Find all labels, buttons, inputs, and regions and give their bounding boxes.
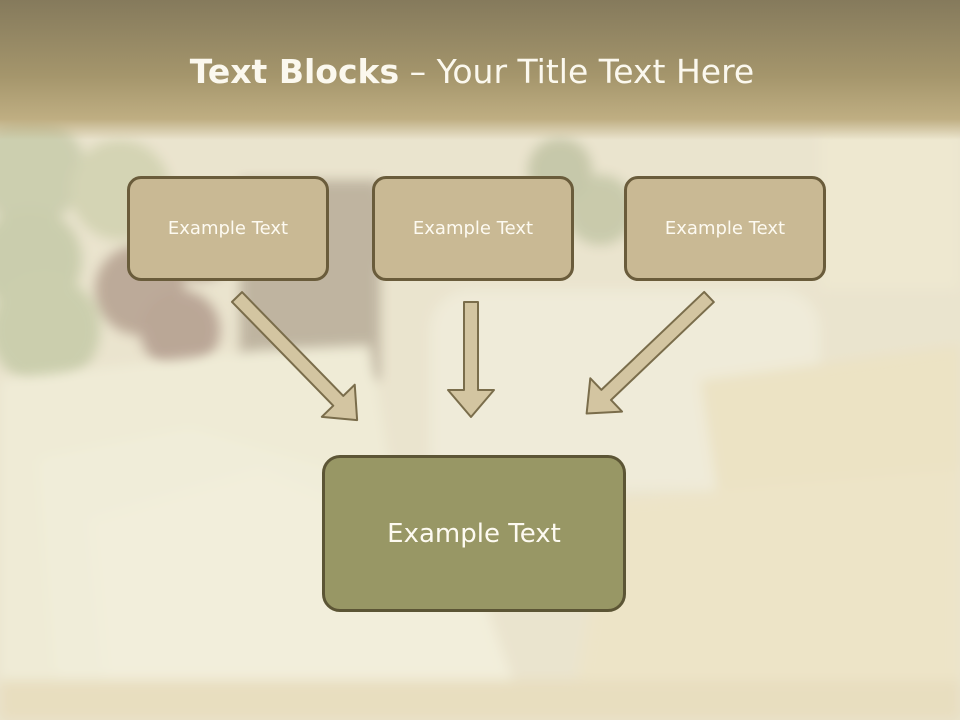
- text-block-1-label: Example Text: [167, 218, 289, 239]
- text-block-3[interactable]: Example Text: [624, 176, 826, 281]
- slide-title[interactable]: Text Blocks – Your Title Text Here: [0, 52, 944, 91]
- arrow-center-icon: [447, 301, 495, 418]
- arrow-left-icon: [230, 291, 359, 422]
- title-band: [0, 0, 960, 140]
- title-rest: – Your Title Text Here: [399, 52, 755, 91]
- title-bold: Text Blocks: [189, 52, 400, 91]
- text-block-2-label: Example Text: [412, 218, 534, 239]
- text-block-3-label: Example Text: [664, 218, 786, 239]
- text-block-1[interactable]: Example Text: [127, 176, 329, 281]
- text-block-2[interactable]: Example Text: [372, 176, 574, 281]
- center-text-block-label: Example Text: [387, 518, 561, 549]
- center-text-block[interactable]: Example Text: [322, 455, 626, 612]
- arrow-right-icon: [585, 290, 715, 415]
